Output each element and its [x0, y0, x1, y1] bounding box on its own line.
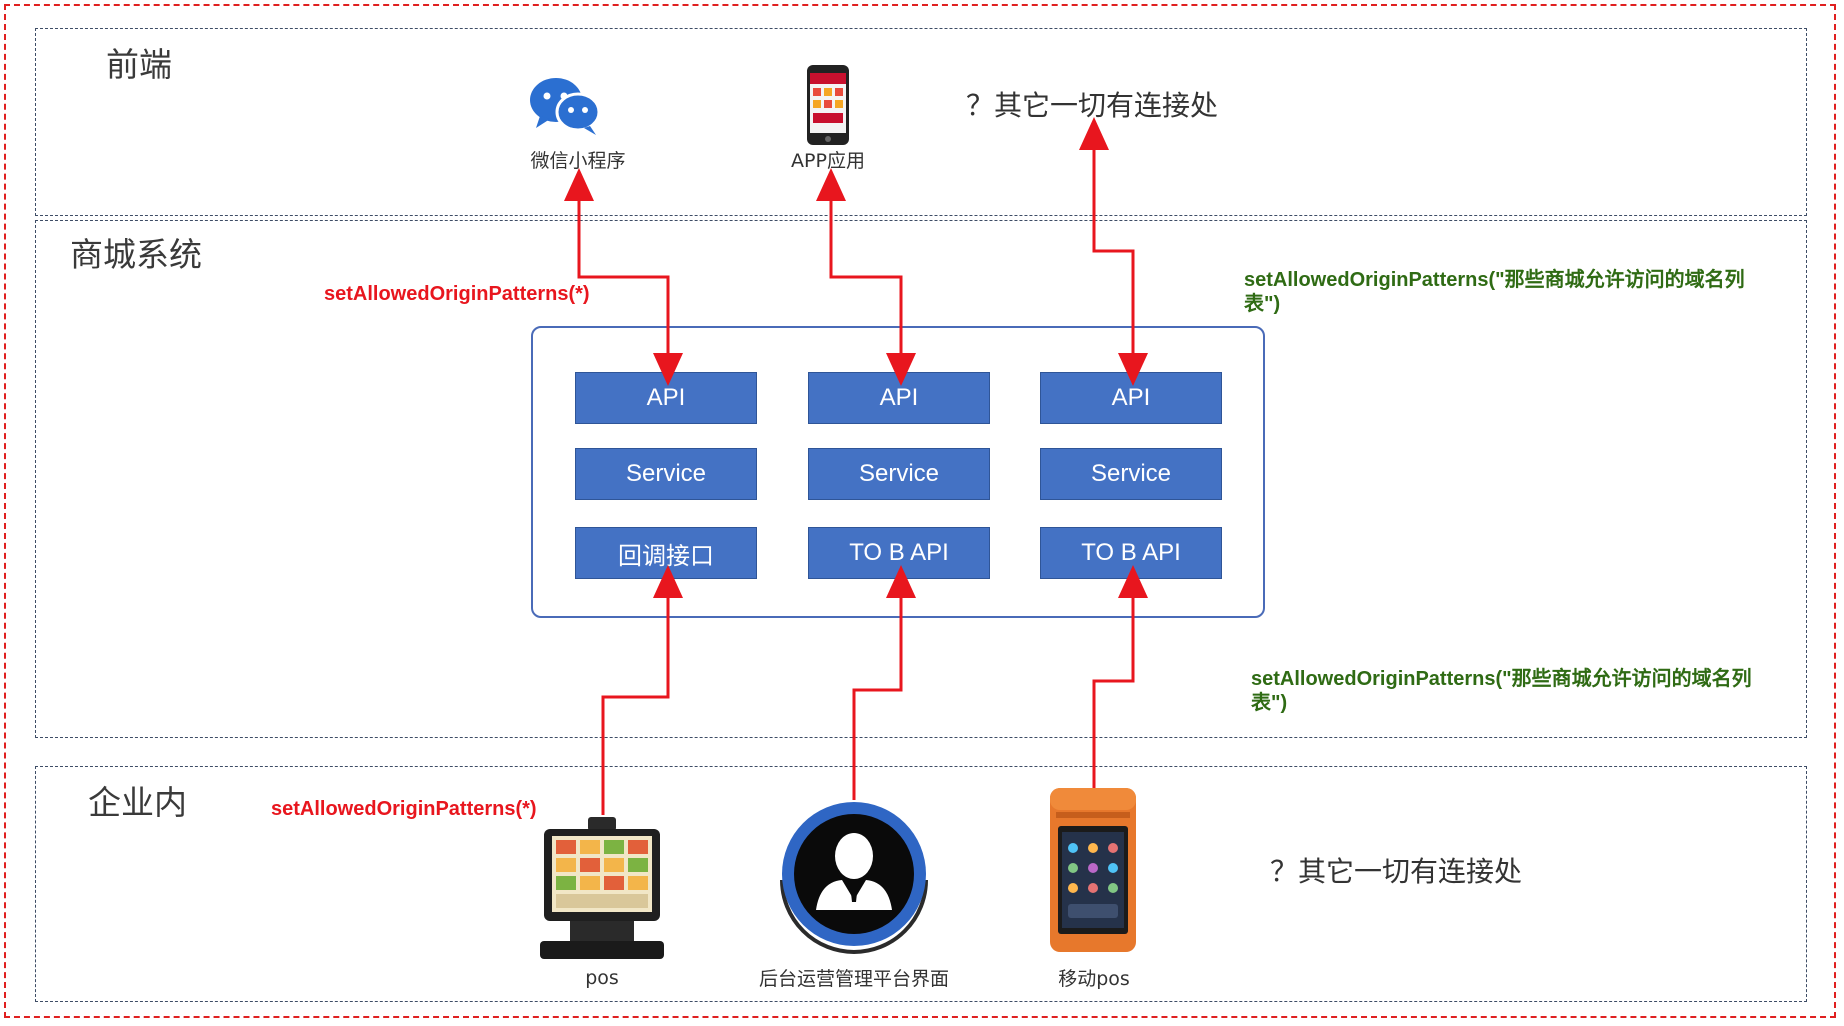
- enterprise-other-label: ？其它一切有连接处: [1270, 855, 1523, 888]
- pos-label: pos: [585, 967, 619, 989]
- arrow-admin-tobapi2: [852, 565, 916, 800]
- service-box-1: Service: [575, 448, 757, 500]
- arrow-wechat-api1: [564, 168, 683, 386]
- frontend-zone-title: 前端: [106, 45, 172, 84]
- arrow-app-api2: [816, 168, 916, 386]
- note-bottom-right: setAllowedOriginPatterns("那些商城允许访问的域名列表"…: [1251, 668, 1752, 714]
- service-box-2: Service: [808, 448, 990, 500]
- wechat-icon: [526, 74, 602, 136]
- arrow-pos-callback: [601, 565, 683, 815]
- enterprise-zone-title: 企业内: [88, 783, 187, 822]
- frontend-zone: [35, 28, 1807, 216]
- service-box-3: Service: [1040, 448, 1222, 500]
- tob-api-box-3: TO B API: [1040, 527, 1222, 579]
- outer-frame: [4, 4, 1836, 1018]
- app-label: APP应用: [791, 150, 865, 172]
- admin-user-icon: [776, 796, 932, 958]
- admin-platform-label: 后台运营管理平台界面: [758, 968, 949, 990]
- note-top-left: setAllowedOriginPatterns(*): [324, 283, 590, 305]
- note-bottom-left: setAllowedOriginPatterns(*): [271, 798, 537, 820]
- wechat-mini-program-label: 微信小程序: [530, 150, 626, 172]
- arrow-other-api3: [1079, 117, 1148, 386]
- pos-terminal-icon: [536, 815, 668, 963]
- mall-zone-title: 商城系统: [70, 235, 202, 274]
- mall-system-zone: [35, 220, 1807, 738]
- frontend-other-label: ？其它一切有连接处: [966, 89, 1219, 122]
- phone-app-icon: [806, 64, 850, 146]
- mobile-pos-label: 移动pos: [1058, 968, 1130, 990]
- note-top-right: setAllowedOriginPatterns("那些商城允许访问的域名列表"…: [1244, 269, 1745, 315]
- arrow-mobilepos-tobapi3: [1092, 565, 1148, 788]
- mobile-pos-icon: [1046, 786, 1140, 954]
- callback-api-box-1: 回调接口: [575, 527, 757, 579]
- enterprise-zone: [35, 766, 1807, 1002]
